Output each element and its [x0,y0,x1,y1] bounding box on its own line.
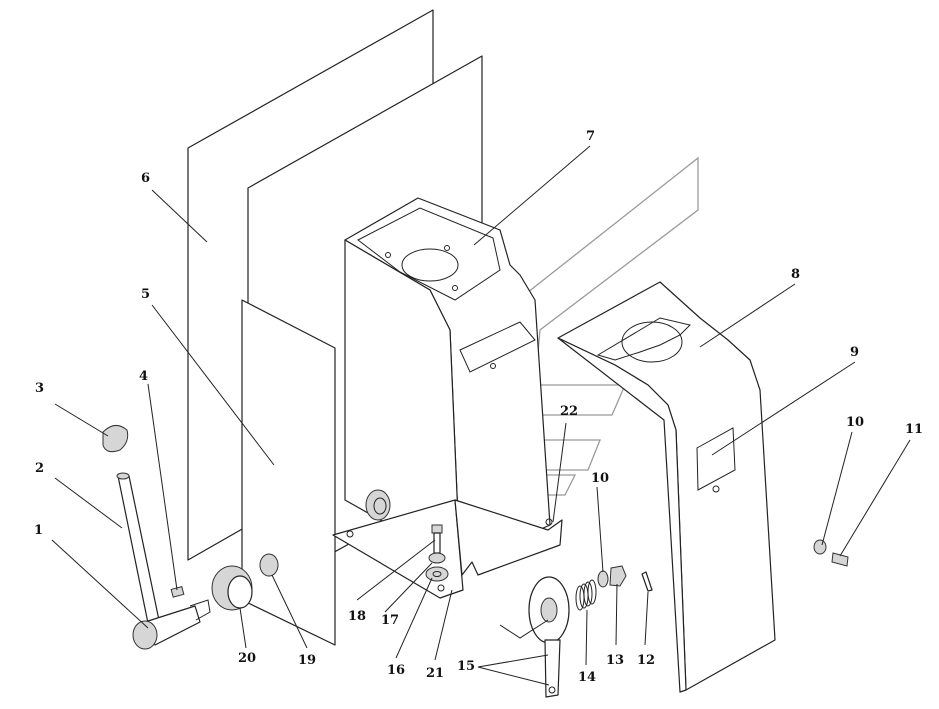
part-8-cover [557,281,776,693]
assembly-path-15 [499,619,549,639]
part-1-knob-handle [132,599,211,650]
callout-6: 6 [141,171,151,186]
callout-4: 4 [139,369,149,384]
part-4-key [170,585,185,598]
callout-19: 19 [298,653,317,668]
callout-16: 16 [387,663,406,678]
callout-9: 9 [850,345,860,360]
part-5-front-panel [241,299,336,646]
part-14-spring [575,579,597,611]
callout-5: 5 [141,287,151,302]
callout-1: 1 [34,523,44,538]
part-10-washer [597,570,609,588]
callout-12: 12 [637,653,656,668]
part-3-knob [102,425,129,453]
callout-10-right: 10 [846,415,865,430]
callout-22: 22 [560,404,579,419]
part-11-screw [831,552,849,567]
callout-2: 2 [35,461,45,476]
callout-17: 17 [381,613,400,628]
part-15-cam-disc [528,576,570,698]
callout-21: 21 [426,666,445,681]
part-16-washer [425,566,449,582]
part-19-plug [259,553,279,577]
callout-14: 14 [578,670,597,685]
leader-lines [51,145,911,686]
callout-11: 11 [905,422,924,437]
callout-15: 15 [457,659,476,674]
part-20-bushing [211,565,253,611]
callout-13: 13 [606,653,625,668]
callout-18: 18 [348,609,367,624]
part-7-housing [344,197,551,566]
callout-10-center: 10 [591,471,610,486]
part-12-pin [641,571,653,592]
callout-8: 8 [791,267,801,282]
callout-7: 7 [586,129,596,144]
part-18-bolt [431,524,443,554]
part-17-washer [428,552,446,564]
callout-20: 20 [238,651,257,666]
part-10-right-washer [813,539,827,555]
part-2-lever-rod [116,472,161,629]
part-13-nut [609,565,627,587]
callout-3: 3 [35,381,45,396]
